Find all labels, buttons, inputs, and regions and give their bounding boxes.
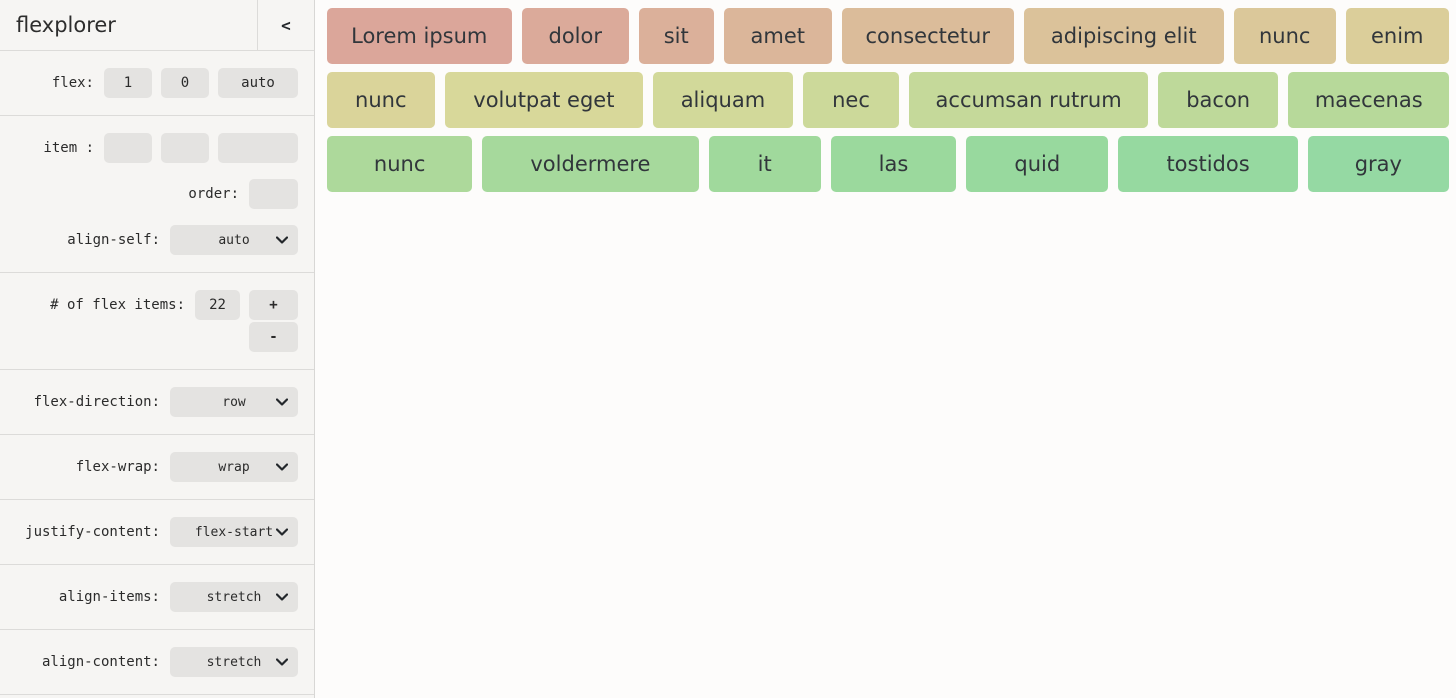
flex-item[interactable]: accumsan rutrum <box>909 72 1148 128</box>
chevron-down-icon <box>276 236 288 244</box>
chevron-down-icon <box>276 593 288 601</box>
flex-item[interactable]: enim <box>1345 8 1449 64</box>
order-label: order: <box>188 186 239 202</box>
chevron-down-icon <box>276 658 288 666</box>
num-items-stepper: + - <box>249 290 298 352</box>
justify-content-label: justify-content: <box>25 524 160 540</box>
flex-basis-input[interactable] <box>218 68 298 98</box>
align-self-select[interactable]: auto <box>170 225 298 255</box>
flex-item[interactable]: dolor <box>521 8 629 64</box>
num-items-input[interactable] <box>195 290 240 320</box>
flex-item[interactable]: adipiscing elit <box>1023 8 1224 64</box>
align-items-select[interactable]: stretch <box>170 582 298 612</box>
flex-item[interactable]: quid <box>966 136 1109 192</box>
section-justify-content: justify-content: flex-start <box>0 500 314 565</box>
flex-item[interactable]: gray <box>1307 136 1449 192</box>
flex-item[interactable]: nunc <box>1234 8 1336 64</box>
sidebar-header: flexplorer < <box>0 0 314 51</box>
align-content-label: align-content: <box>41 654 160 670</box>
flex-shrink-input[interactable] <box>161 68 209 98</box>
flex-item[interactable]: nunc <box>327 136 473 192</box>
item-flex-shrink-input[interactable] <box>161 133 209 163</box>
flex-wrap-select[interactable]: wrap <box>170 452 298 482</box>
section-align-items: align-items: stretch <box>0 565 314 630</box>
flex-item[interactable]: sit <box>639 8 714 64</box>
flex-wrap-label: flex-wrap: <box>75 459 160 475</box>
section-num-items: # of flex items: + - <box>0 273 314 370</box>
section-align-content: align-content: stretch <box>0 630 314 695</box>
align-self-label: align-self: <box>67 232 160 248</box>
flex-item[interactable]: it <box>708 136 821 192</box>
flex-item[interactable]: las <box>830 136 957 192</box>
flex-item[interactable]: consectetur <box>842 8 1014 64</box>
chevron-down-icon <box>276 463 288 471</box>
flex-item[interactable]: amet <box>723 8 832 64</box>
chevron-left-icon: < <box>281 15 291 35</box>
remove-item-button[interactable]: - <box>249 322 298 352</box>
flex-item[interactable]: tostidos <box>1118 136 1298 192</box>
num-items-label: # of flex items: <box>50 297 185 313</box>
sidebar: flexplorer < flex: item : order: align-s… <box>0 0 315 698</box>
flex-grow-input[interactable] <box>104 68 152 98</box>
section-flex-direction: flex-direction: row <box>0 370 314 435</box>
flex-direction-label: flex-direction: <box>33 394 160 410</box>
chevron-down-icon <box>276 528 288 536</box>
align-items-label: align-items: <box>58 589 160 605</box>
item-flex-basis-input[interactable] <box>218 133 298 163</box>
flex-item[interactable]: maecenas <box>1288 72 1450 128</box>
flex-label: flex: <box>51 75 94 91</box>
add-item-button[interactable]: + <box>249 290 298 320</box>
flex-item[interactable]: volutpat eget <box>444 72 644 128</box>
flex-item[interactable]: Lorem ipsum <box>327 8 512 64</box>
flex-item[interactable]: voldermere <box>482 136 699 192</box>
flex-item[interactable]: nec <box>802 72 900 128</box>
flex-item[interactable]: bacon <box>1157 72 1279 128</box>
flex-direction-select[interactable]: row <box>170 387 298 417</box>
align-content-select[interactable]: stretch <box>170 647 298 677</box>
section-item: item : order: align-self: auto <box>0 116 314 273</box>
section-flex-wrap: flex-wrap: wrap <box>0 435 314 500</box>
section-flex: flex: <box>0 51 314 116</box>
item-label: item : <box>43 140 94 156</box>
item-flex-grow-input[interactable] <box>104 133 152 163</box>
app-title: flexplorer <box>16 13 116 37</box>
justify-content-select[interactable]: flex-start <box>170 517 298 547</box>
flex-item[interactable]: aliquam <box>653 72 793 128</box>
chevron-down-icon <box>276 398 288 406</box>
flex-item[interactable]: nunc <box>327 72 435 128</box>
order-input[interactable] <box>249 179 298 209</box>
collapse-sidebar-button[interactable]: < <box>257 0 314 50</box>
